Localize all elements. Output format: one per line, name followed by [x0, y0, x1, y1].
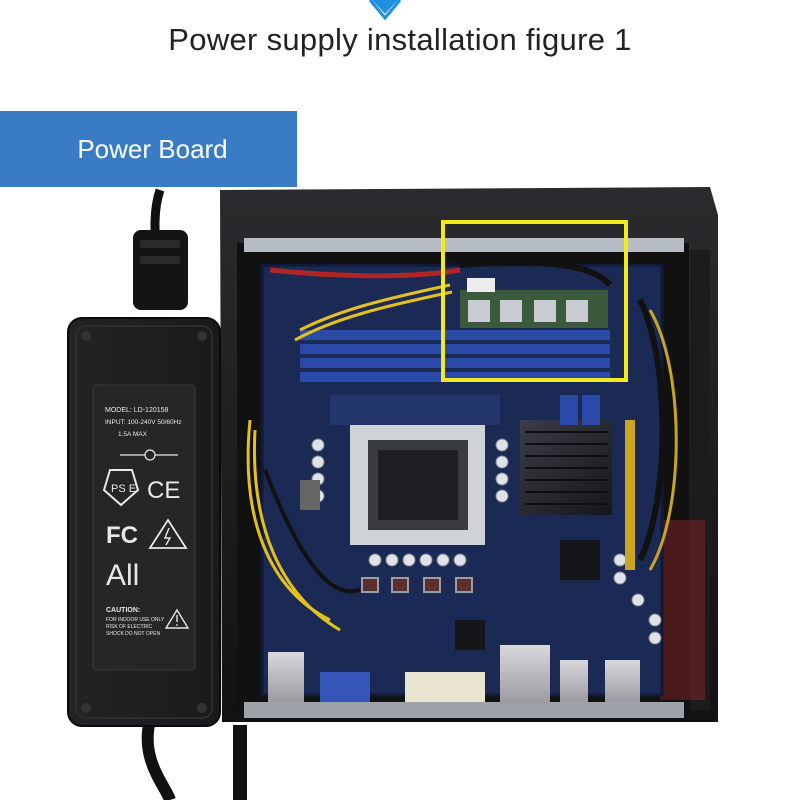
pse-mark-text: PS E [111, 483, 136, 495]
caution-title-text: CAUTION: [106, 607, 140, 614]
ce-mark-text: CE [147, 477, 180, 504]
power-board-highlight [441, 220, 628, 382]
power-adapter: MODEL: LD-120158 INPUT: 100-240V 50/60Hz… [67, 317, 221, 727]
down-arrow-icon [372, 0, 398, 14]
power-cord-bottom [141, 718, 176, 800]
adapter-current-text: 1.5A MAX [118, 431, 148, 438]
power-board-label: Power Board [0, 111, 297, 187]
adapter-input-text: INPUT: 100-240V 50/60Hz [105, 419, 182, 426]
figure-title: Power supply installation figure 1 [168, 22, 632, 57]
dc-polarity-icon [120, 449, 178, 461]
motherboard [260, 263, 664, 697]
warning-lightning-icon [148, 518, 188, 549]
caution-line-2: RISK OF ELECTRIC [106, 624, 153, 630]
warning-exclamation-icon [164, 608, 190, 629]
pse-mark-icon: PS E [102, 469, 140, 507]
adapter-model-text: MODEL: LD-120158 [105, 407, 169, 414]
power-board-module [460, 278, 608, 328]
cables [246, 259, 678, 632]
adapter-brand-text: All [106, 559, 139, 592]
caution-line-1: FOR INDOOR USE ONLY [106, 617, 165, 623]
rear-io-panel [268, 645, 640, 703]
fc-mark-text: FC [106, 522, 138, 549]
caution-line-3: SHOCK DO NOT OPEN [106, 631, 160, 637]
